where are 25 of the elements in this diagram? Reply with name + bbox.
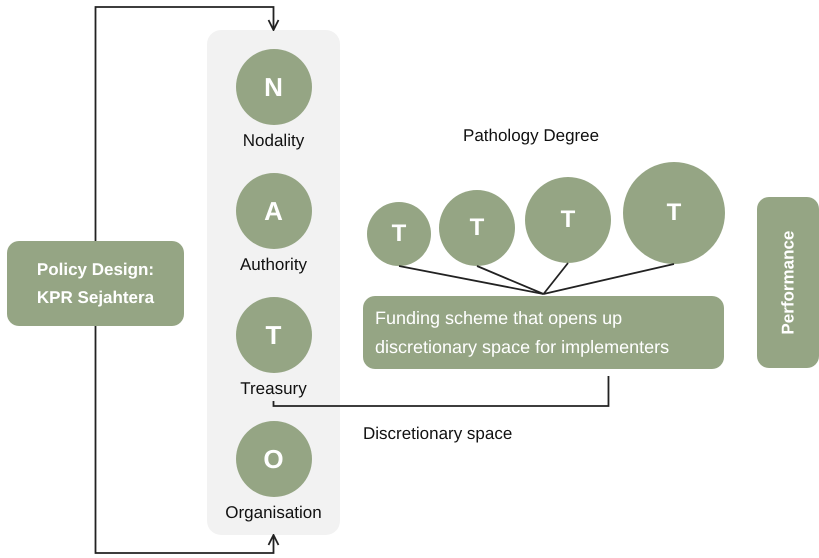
circle-caption: Nodality <box>242 131 306 151</box>
letter-circle: T <box>236 297 312 373</box>
letter-circle: O <box>236 421 312 497</box>
connector-line <box>542 262 569 295</box>
arrow <box>94 6 280 241</box>
connector-line <box>476 265 544 295</box>
connector-line <box>398 265 544 295</box>
heading-label: Pathology Degree <box>463 126 600 146</box>
letter-circle: T <box>525 177 611 263</box>
process-box: Policy Design: KPR Sejahtera <box>7 241 184 326</box>
vertical-label-box: Performance <box>757 197 819 368</box>
letter-circle: T <box>367 202 431 266</box>
circle-caption: Authority <box>238 255 308 275</box>
letter-circle: A <box>236 173 312 249</box>
edge-label: Discretionary space <box>363 424 512 444</box>
connector-line <box>272 376 610 407</box>
arrow <box>94 326 280 554</box>
letter-circle: T <box>439 190 515 266</box>
circle-caption: Treasury <box>239 379 308 399</box>
connector-line <box>543 263 674 295</box>
circle-caption: Organisation <box>224 503 323 523</box>
letter-circle: N <box>236 49 312 125</box>
letter-circle: T <box>623 162 725 264</box>
group-panel <box>207 30 340 535</box>
process-box: Funding scheme that opens up discretionary space for implementers <box>363 296 724 369</box>
